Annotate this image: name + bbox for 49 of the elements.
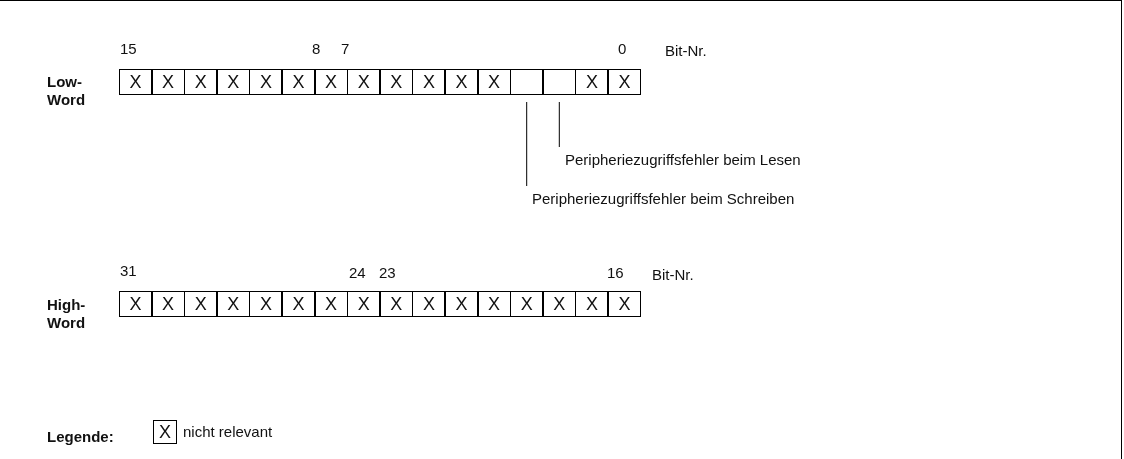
bit-number-caption: Bit-Nr.: [665, 42, 707, 60]
bit-cell: X: [216, 69, 250, 95]
legend-swatch: X: [153, 420, 177, 444]
bit-number: 16: [607, 264, 624, 282]
bit-cell: X: [151, 69, 185, 95]
bit-cell: X: [379, 69, 413, 95]
bit-cell: X: [575, 291, 609, 317]
bit-cell: X: [184, 291, 218, 317]
bit-number: 31: [120, 262, 137, 280]
bit-cell: X: [477, 291, 511, 317]
bit-cell: X: [282, 291, 315, 317]
bit-cell: X: [445, 69, 478, 95]
bit-cell: X: [477, 69, 511, 95]
bit-cell: X: [119, 69, 152, 95]
bit-cell: X: [412, 291, 446, 317]
bit-cell: X: [249, 69, 283, 95]
bit-number: 15: [120, 40, 137, 58]
bit-number-caption: Bit-Nr.: [652, 266, 694, 284]
bit-cell: X: [249, 291, 283, 317]
bit-cell: X: [282, 69, 315, 95]
annotation-text: Peripheriezugriffsfehler beim Schreiben: [532, 190, 795, 208]
legend-title: Legende:: [47, 428, 114, 446]
bit-cell: X: [314, 69, 348, 95]
leader-line: [558, 101, 560, 148]
annotation-text: Peripheriezugriffsfehler beim Lesen: [565, 151, 801, 169]
bit-cell: X: [151, 291, 185, 317]
bit-cell: X: [445, 291, 478, 317]
register-name: Low-Word: [47, 73, 87, 109]
bit-number: 24: [349, 264, 366, 282]
bit-cell: X: [314, 291, 348, 317]
bit-number: 23: [379, 264, 396, 282]
leader-line: [526, 101, 528, 187]
bit-cell: X: [542, 291, 576, 317]
bit-number: 0: [618, 40, 627, 58]
bit-cell: X: [575, 69, 609, 95]
register-name: High-Word: [47, 296, 87, 332]
bit-cell: X: [216, 291, 250, 317]
bit-cell: X: [608, 69, 641, 95]
bit-cell: X: [184, 69, 218, 95]
bit-number: 8: [312, 40, 321, 58]
bit-cell: X: [608, 291, 641, 317]
bit-cell: X: [379, 291, 413, 317]
bit-cell: X: [119, 291, 152, 317]
bit-number: 7: [341, 40, 350, 58]
bit-cell: X: [412, 69, 446, 95]
bit-cell: X: [347, 291, 381, 317]
bit-cell: X: [510, 291, 544, 317]
bit-cell: X: [347, 69, 381, 95]
legend-text: nicht relevant: [183, 423, 273, 441]
